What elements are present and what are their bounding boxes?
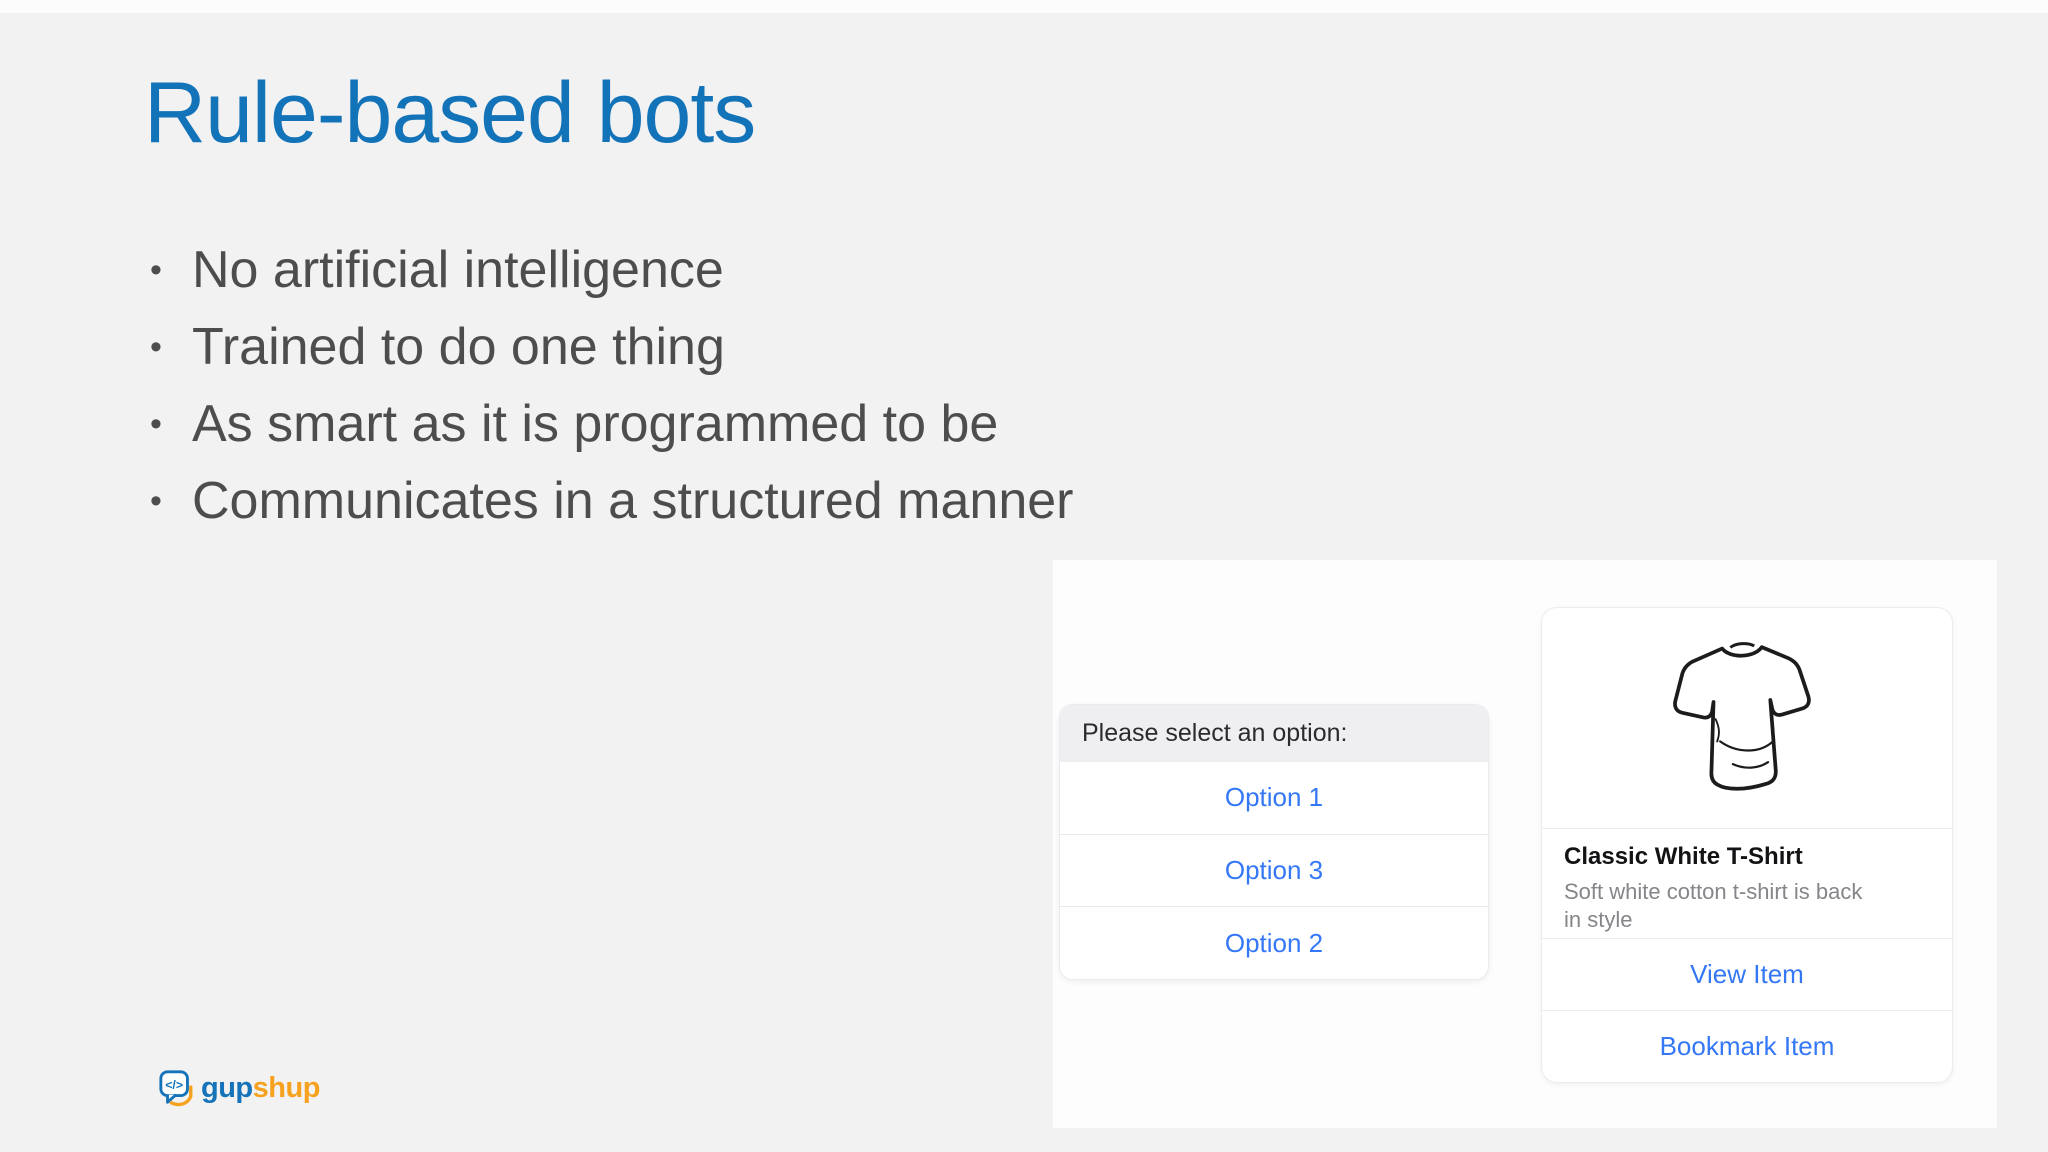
top-strip xyxy=(0,0,2048,13)
svg-text:</>: </> xyxy=(165,1078,183,1092)
bullet-item: • Trained to do one thing xyxy=(150,308,1074,385)
option-1-button[interactable]: Option 1 xyxy=(1060,762,1488,834)
gupshup-chat-code-icon: </> xyxy=(159,1070,193,1107)
bullet-list: • No artificial intelligence • Trained t… xyxy=(150,231,1074,539)
logo-text-shup: shup xyxy=(252,1071,321,1104)
gupshup-logo: </> gupshup xyxy=(158,1068,320,1108)
bullet-dot-icon: • xyxy=(150,327,162,366)
view-item-button[interactable]: View Item xyxy=(1690,959,1804,989)
bullet-text: Trained to do one thing xyxy=(192,317,725,376)
product-title: Classic White T-Shirt xyxy=(1564,843,1803,870)
options-header-label: Please select an option: xyxy=(1082,719,1348,747)
product-card: Classic White T-Shirt Soft white cotton … xyxy=(1541,607,1953,1083)
bullet-text: As smart as it is programmed to be xyxy=(192,394,999,453)
option-2-button[interactable]: Option 2 xyxy=(1060,906,1488,979)
product-description: Soft white cotton t-shirt is back in sty… xyxy=(1564,879,1863,932)
option-3-button[interactable]: Option 3 xyxy=(1060,833,1488,907)
page-title: Rule-based bots xyxy=(144,65,756,161)
options-panel: Please select an option: Option 1 Option… xyxy=(1059,704,1489,980)
bullet-item: • No artificial intelligence xyxy=(150,231,1074,308)
bullet-item: • Communicates in a structured manner xyxy=(150,462,1074,539)
bullet-text: Communicates in a structured manner xyxy=(192,471,1074,530)
bullet-dot-icon: • xyxy=(150,404,162,443)
bullet-dot-icon: • xyxy=(150,481,162,520)
tshirt-illustration xyxy=(1673,642,1811,791)
bullet-text: No artificial intelligence xyxy=(192,240,724,299)
bullet-item: • As smart as it is programmed to be xyxy=(150,385,1074,462)
bullet-dot-icon: • xyxy=(150,250,162,289)
bookmark-item-button[interactable]: Bookmark Item xyxy=(1542,1010,1952,1082)
product-info: Classic White T-Shirt Soft white cotton … xyxy=(1542,829,1952,939)
chatbot-ui-mockup: Please select an option: Option 1 Option… xyxy=(1053,560,1997,1128)
product-image xyxy=(1542,608,1952,829)
logo-text-gup: gup xyxy=(201,1071,253,1104)
options-panel-header: Please select an option: xyxy=(1060,705,1488,762)
logo-wordmark: gupshup xyxy=(201,1072,320,1105)
